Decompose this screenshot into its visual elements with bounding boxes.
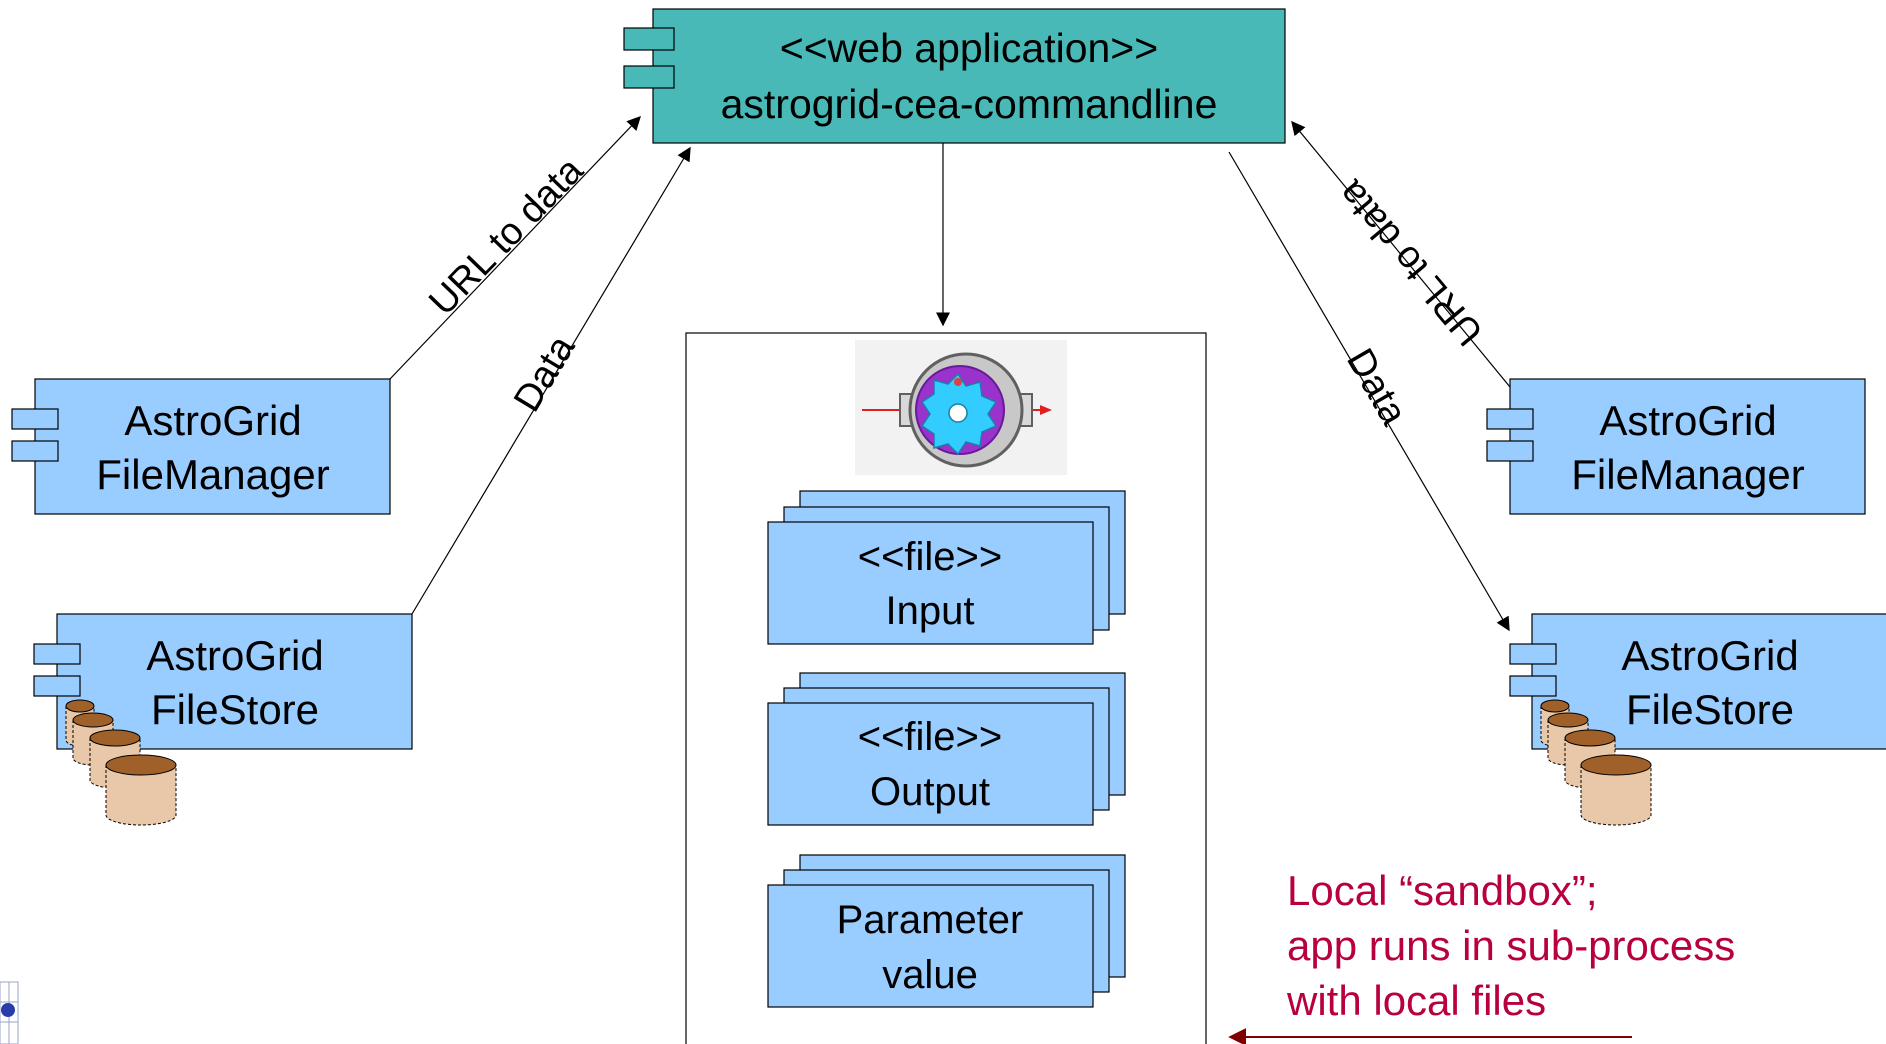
right-filestore-line2: FileStore [1626, 686, 1794, 733]
input-stereotype: <<file>> [858, 535, 1003, 579]
sandbox-note: Local “sandbox”; app runs in sub-process… [1228, 867, 1735, 1044]
note-line3: with local files [1286, 977, 1546, 1024]
component-port-icon [33, 643, 81, 665]
web-application-component: <<web application>> astrogrid-cea-comman… [623, 8, 1286, 144]
right-filemanager-line1: AstroGrid [1599, 397, 1776, 444]
left-filestore-line1: AstroGrid [146, 632, 323, 679]
component-port-icon [623, 27, 675, 51]
component-port-icon [1509, 643, 1557, 665]
right-url-label: URL to data [1329, 171, 1491, 353]
right-filestore-line1: AstroGrid [1621, 632, 1798, 679]
right-filestore-component: AstroGrid FileStore [1509, 613, 1886, 826]
left-url-connector [389, 115, 641, 380]
parameter-value-stack: Parameter value [767, 854, 1126, 1008]
note-line2: app runs in sub-process [1287, 922, 1735, 969]
output-label: Output [870, 770, 990, 814]
input-label: Input [886, 589, 975, 633]
parameter-label: Parameter [837, 898, 1024, 942]
input-file-stack: <<file>> Input [767, 490, 1126, 645]
component-port-icon [623, 65, 675, 89]
database-cylinders-icon [65, 699, 177, 826]
left-filestore-line2: FileStore [151, 686, 319, 733]
left-filestore-component: AstroGrid FileStore [33, 613, 413, 826]
web-app-name: astrogrid-cea-commandline [721, 81, 1218, 127]
left-url-label: URL to data [421, 149, 592, 324]
logo-icon [0, 981, 19, 1044]
right-filemanager-line2: FileManager [1571, 451, 1804, 498]
component-port-icon [11, 408, 59, 430]
left-filemanager-line1: AstroGrid [124, 397, 301, 444]
left-data-connector [411, 146, 691, 615]
component-port-icon [11, 440, 59, 462]
database-cylinders-icon [1540, 699, 1652, 826]
left-filemanager-line2: FileManager [96, 451, 329, 498]
note-line1: Local “sandbox”; [1287, 867, 1598, 914]
right-filemanager-component: AstroGrid FileManager [1486, 378, 1866, 515]
web-app-stereotype: <<web application>> [780, 25, 1158, 71]
right-data-connector [1228, 151, 1510, 632]
process-gear-icon [855, 340, 1067, 475]
right-url-connector [1291, 120, 1511, 388]
right-data-label: Data [1338, 342, 1415, 433]
component-port-icon [33, 675, 81, 697]
component-port-icon [1486, 440, 1534, 462]
left-data-label: Data [506, 328, 584, 419]
component-port-icon [1509, 675, 1557, 697]
component-port-icon [1486, 408, 1534, 430]
value-label: value [882, 953, 978, 997]
left-filemanager-component: AstroGrid FileManager [11, 378, 391, 515]
output-file-stack: <<file>> Output [767, 672, 1126, 826]
output-stereotype: <<file>> [858, 715, 1003, 759]
